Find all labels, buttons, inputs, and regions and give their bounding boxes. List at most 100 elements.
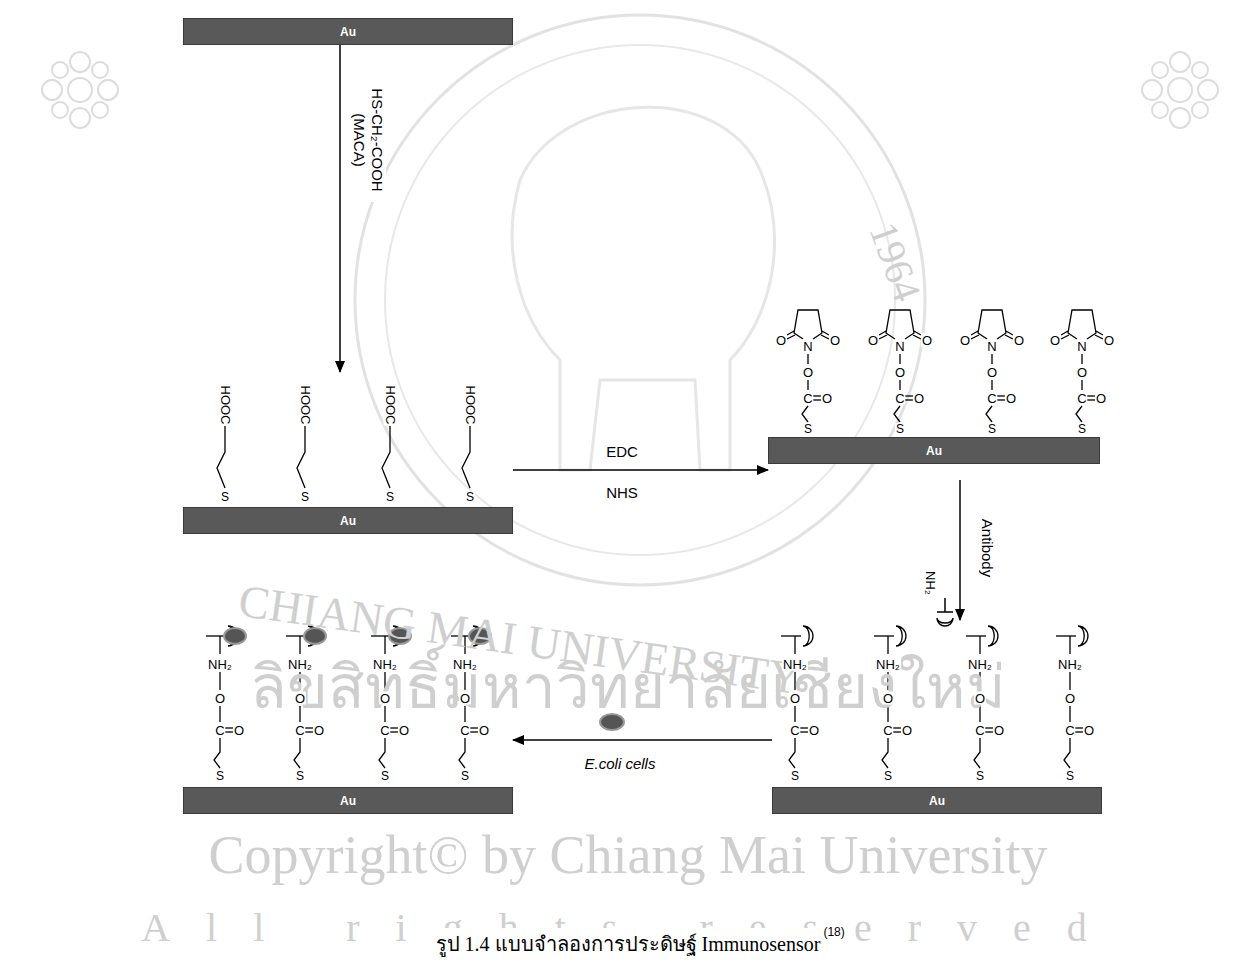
bond-line	[789, 738, 795, 768]
bond-line	[1061, 331, 1068, 335]
bond-line	[1005, 335, 1013, 339]
atom-label: N	[1076, 340, 1087, 353]
atom-label: O	[478, 724, 490, 737]
atom-label: N	[986, 340, 997, 353]
atom-label: S	[220, 491, 230, 503]
atom-label: O	[802, 366, 814, 379]
atom-label: S	[385, 491, 395, 503]
bond-line	[913, 335, 921, 339]
antibody-binding-site	[896, 626, 906, 646]
bond-line	[219, 706, 220, 722]
atom-label: O	[1095, 392, 1107, 405]
atom-label: O	[829, 334, 841, 347]
bond-line	[219, 672, 220, 690]
amine-label: NH₂	[924, 570, 937, 596]
atom-label: O	[867, 334, 879, 347]
atom-label: O	[1005, 392, 1017, 405]
bond-line	[997, 395, 1005, 396]
electrode-label: Au	[340, 25, 356, 39]
bond-line	[966, 635, 986, 636]
atom-label: O	[901, 724, 913, 737]
electrode-label: Au	[340, 514, 356, 528]
atom-label: O	[974, 692, 986, 705]
bond-line	[1081, 354, 1082, 364]
bond-line	[1061, 335, 1069, 339]
bond-line	[971, 335, 979, 339]
bond-line	[217, 426, 225, 488]
bond-line	[879, 335, 887, 339]
reagent-label: EDC	[604, 443, 640, 461]
atom-label: O	[313, 724, 325, 737]
bond-line	[899, 380, 900, 390]
bond-line	[905, 399, 913, 400]
gold-electrode: Au	[183, 372, 513, 534]
atom-label: S	[790, 770, 800, 782]
amine-label: NH₂	[372, 658, 398, 671]
amine-label: NH₂	[967, 658, 993, 671]
bond-line	[887, 636, 888, 654]
atom-label: O	[1064, 692, 1076, 705]
atom-label: O	[1013, 334, 1025, 347]
carboxyl-group: HOOC	[464, 385, 477, 426]
atom-label: S	[987, 423, 997, 435]
atom-label: S	[1077, 423, 1087, 435]
atom-label: C	[986, 392, 997, 405]
reagent-label: NHS	[605, 485, 639, 500]
gold-electrode: Au	[768, 290, 1100, 480]
bond-line	[1076, 406, 1082, 422]
ecoli-cell	[224, 628, 246, 644]
reagent-label: E.coli cells	[583, 755, 658, 773]
bond-line	[1056, 635, 1076, 636]
atom-label: O	[294, 692, 306, 705]
reaction-arrow	[513, 739, 772, 741]
atom-label: S	[803, 423, 813, 435]
bond-line	[991, 380, 992, 390]
bond-line	[225, 727, 233, 728]
gold-layer: Au	[183, 507, 513, 534]
bond-line	[382, 426, 390, 488]
atom-label: O	[1076, 366, 1088, 379]
bond-line	[997, 399, 1005, 400]
reagent-label: HS-CH₂-COOH (MACA)	[350, 78, 386, 202]
bond-line	[379, 738, 385, 768]
atom-label: O	[233, 724, 245, 737]
carboxyl-group: HOOC	[384, 385, 397, 426]
bond-line	[985, 731, 993, 732]
elephant-emblem	[512, 107, 774, 470]
gold-layer: Au	[772, 787, 1102, 814]
bond-line	[299, 636, 300, 654]
bond-line	[1096, 331, 1103, 335]
bond-line	[800, 731, 808, 732]
atom-label: S	[895, 423, 905, 435]
antibody-binding-site	[803, 626, 813, 646]
bond-line	[986, 406, 992, 422]
bond-line	[905, 395, 913, 396]
carboxyl-group: HOOC	[299, 385, 312, 426]
bond-line	[893, 731, 901, 732]
atom-label: O	[921, 334, 933, 347]
amine-label: NH₂	[287, 658, 313, 671]
bond-line	[390, 731, 398, 732]
gold-electrode: Au	[772, 620, 1102, 813]
bond-line	[1075, 727, 1083, 728]
bond-line	[781, 635, 801, 636]
atom-label: C	[789, 724, 800, 737]
bond-line	[470, 727, 478, 728]
atom-label: O	[808, 724, 820, 737]
atom-label: S	[215, 770, 225, 782]
atom-label: N	[802, 340, 813, 353]
atom-label: O	[882, 692, 894, 705]
flower-ornament	[1142, 52, 1218, 128]
electrode-label: Au	[929, 794, 945, 808]
atom-label: O	[1103, 334, 1115, 347]
bond-line	[297, 426, 305, 488]
gold-layer: Au	[183, 18, 513, 45]
reaction-arrow	[339, 45, 341, 372]
atom-label: O	[379, 692, 391, 705]
flower-ornament	[42, 52, 118, 128]
figure-caption: รูป 1.4 แบบจำลองการประดิษฐ์ Immunosensor	[434, 928, 823, 960]
atom-label: S	[300, 491, 310, 503]
bond-line	[971, 331, 978, 335]
bond-line	[974, 738, 980, 768]
